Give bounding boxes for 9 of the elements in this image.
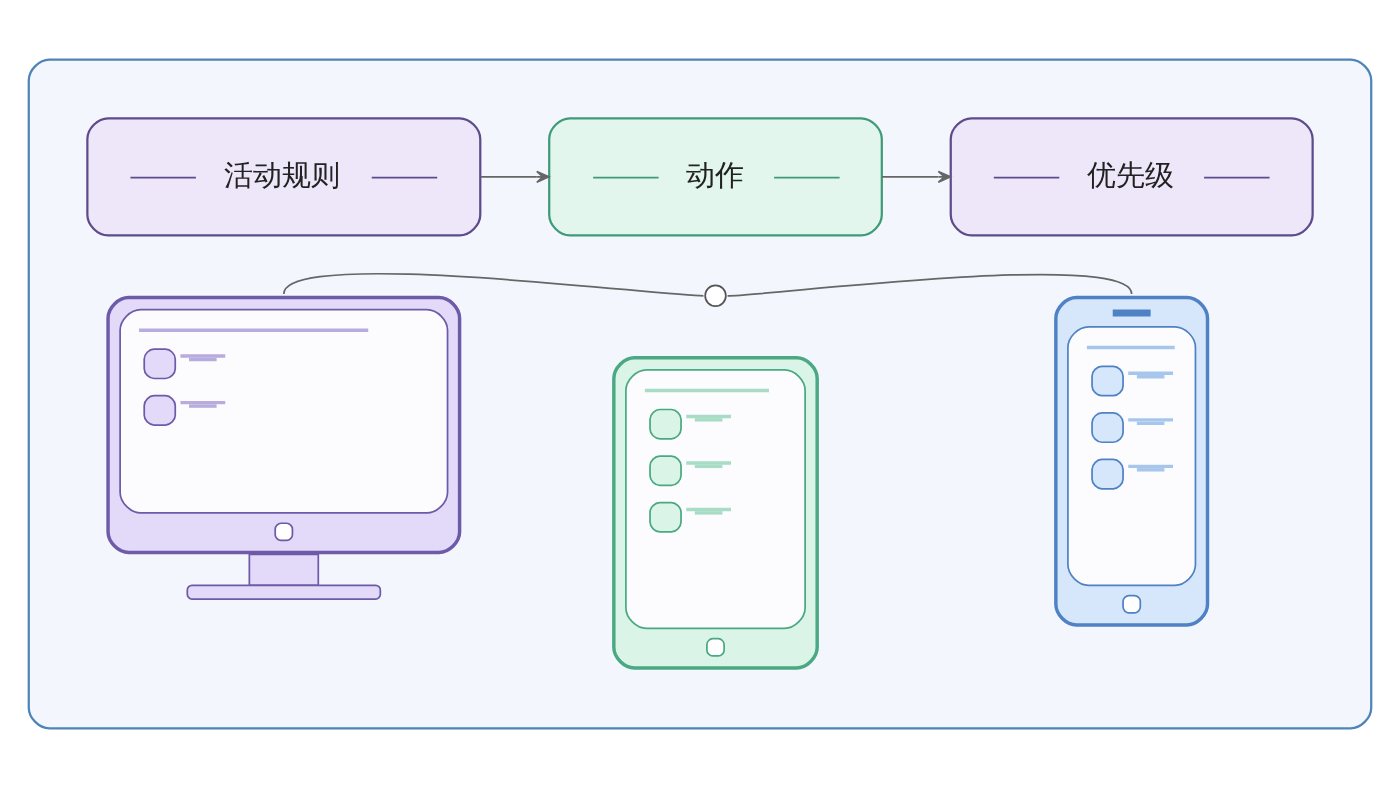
arrow bbox=[480, 170, 550, 183]
arrow bbox=[881, 170, 952, 183]
connector bbox=[282, 272, 705, 297]
connector bbox=[726, 273, 1133, 297]
node-box: 优先级 bbox=[949, 116, 1314, 237]
node-box: 活动规则 bbox=[86, 116, 482, 237]
node-circle bbox=[704, 284, 727, 307]
node-box: 动作 bbox=[548, 116, 883, 237]
cluster bbox=[27, 58, 1373, 729]
